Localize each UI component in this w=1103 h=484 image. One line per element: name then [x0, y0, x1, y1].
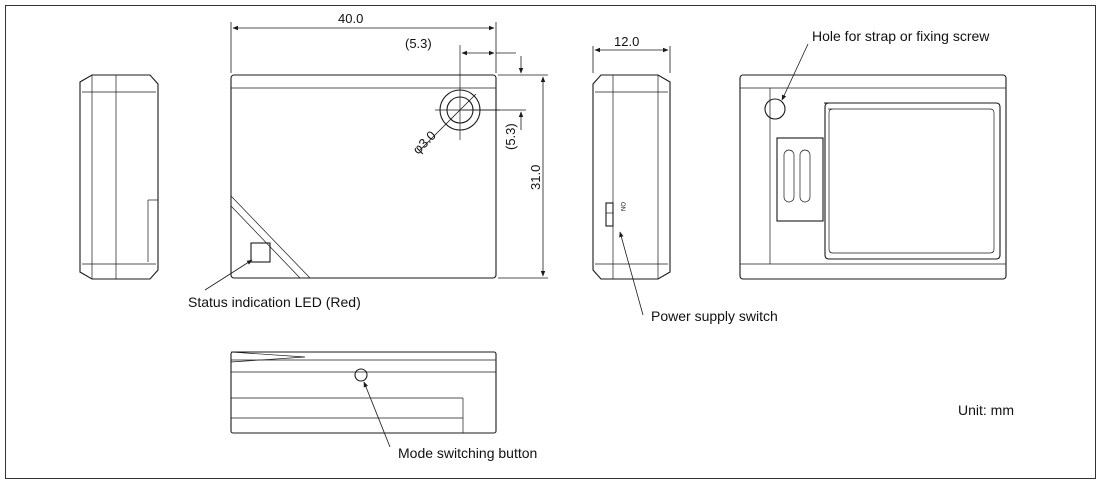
right-side-view: [592, 74, 671, 280]
switch-leader: [619, 231, 644, 316]
unit-label: Unit: mm: [958, 402, 1014, 418]
front-view: [230, 45, 500, 279]
bottom-view: [230, 351, 497, 434]
hole-offset-y-label: (5.3): [503, 123, 518, 150]
height-dimension-label: 31.0: [528, 165, 543, 190]
hole-offset-x-label: (5.3): [405, 36, 432, 51]
depth-dimension: [592, 46, 671, 73]
mode-button-label: Mode switching button: [398, 445, 537, 461]
status-led-label: Status indication LED (Red): [188, 294, 361, 310]
drawing-frame: [5, 5, 1096, 479]
hole-label: Hole for strap or fixing screw: [812, 28, 990, 44]
strap-hole: [764, 98, 786, 120]
power-switch-label: Power supply switch: [651, 308, 778, 324]
width-dimension-label: 40.0: [338, 11, 363, 26]
led-leader: [204, 259, 253, 291]
mode-button: [354, 368, 368, 382]
rear-cover: [776, 137, 824, 222]
front-view-dimensions: [230, 22, 548, 279]
status-led-window: [250, 242, 271, 263]
rear-view: [739, 74, 1007, 280]
hole-leader: [781, 43, 809, 101]
switch-on-mark: ON: [619, 202, 625, 211]
mode-leader: [363, 381, 391, 448]
depth-dimension-label: 12.0: [614, 34, 639, 49]
power-switch: [605, 202, 614, 227]
hole-diameter-label: φ3.0: [410, 128, 439, 157]
left-side-view: [79, 74, 159, 280]
